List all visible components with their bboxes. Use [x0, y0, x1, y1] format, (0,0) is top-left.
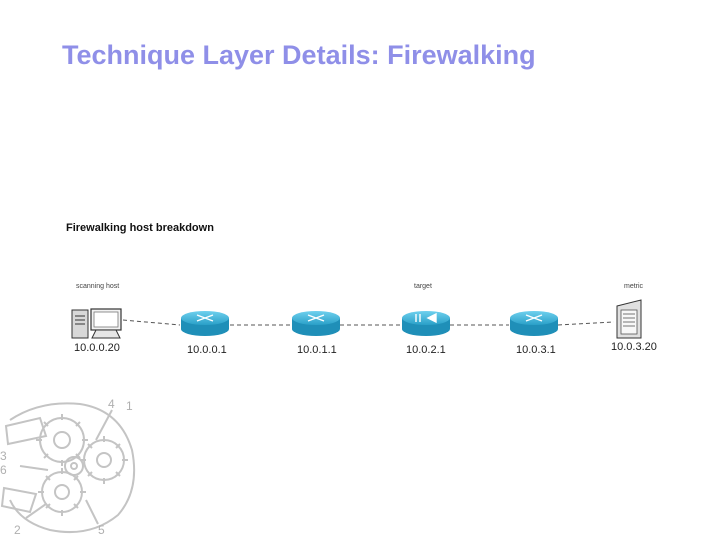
logo-number: 6: [0, 463, 7, 477]
gear-icon: [80, 436, 128, 484]
router-icon: [510, 311, 558, 336]
logo-jaw-lower: [0, 486, 38, 514]
logo-pointer-line: [19, 465, 49, 471]
gear-icon: [38, 468, 86, 516]
diagram-caption: Firewalking host breakdown: [66, 222, 214, 234]
logo-jaw-upper: [4, 416, 48, 446]
router-icon: [292, 311, 340, 336]
host-label-metric: metric: [624, 283, 644, 290]
network-links: [122, 319, 615, 326]
ip-label: 10.0.1.1: [297, 344, 337, 356]
logo-number: 5: [98, 523, 105, 537]
logo-number: 2: [14, 523, 21, 537]
ip-label: 10.0.0.20: [74, 342, 120, 354]
logo-pointer-line: [85, 499, 99, 525]
logo-number: 3: [0, 449, 7, 463]
logo-number: 1: [126, 399, 133, 413]
ip-label: 10.0.3.20: [611, 341, 657, 353]
ip-label: 10.0.3.1: [516, 344, 556, 356]
gear-icon: [36, 414, 88, 466]
slide-title: Technique Layer Details: Firewalking: [62, 40, 536, 70]
host-label-target: target: [414, 283, 432, 290]
logo-pointer-line: [25, 503, 47, 519]
firewall-icon: [402, 311, 450, 336]
server-icon: [616, 299, 642, 339]
gear-icon: [64, 456, 84, 476]
router-icon: [181, 311, 229, 336]
logo-housing-outline: [9, 402, 136, 534]
logo-pointer-line: [95, 409, 113, 441]
ip-label: 10.0.0.1: [187, 344, 227, 356]
ip-label: 10.0.2.1: [406, 344, 446, 356]
link-host-router1: [122, 319, 181, 326]
logo-number: 4: [108, 397, 115, 411]
workstation-icon: [71, 308, 122, 339]
link-router3-server: [557, 321, 615, 326]
host-label-scanning: scanning host: [76, 283, 119, 290]
